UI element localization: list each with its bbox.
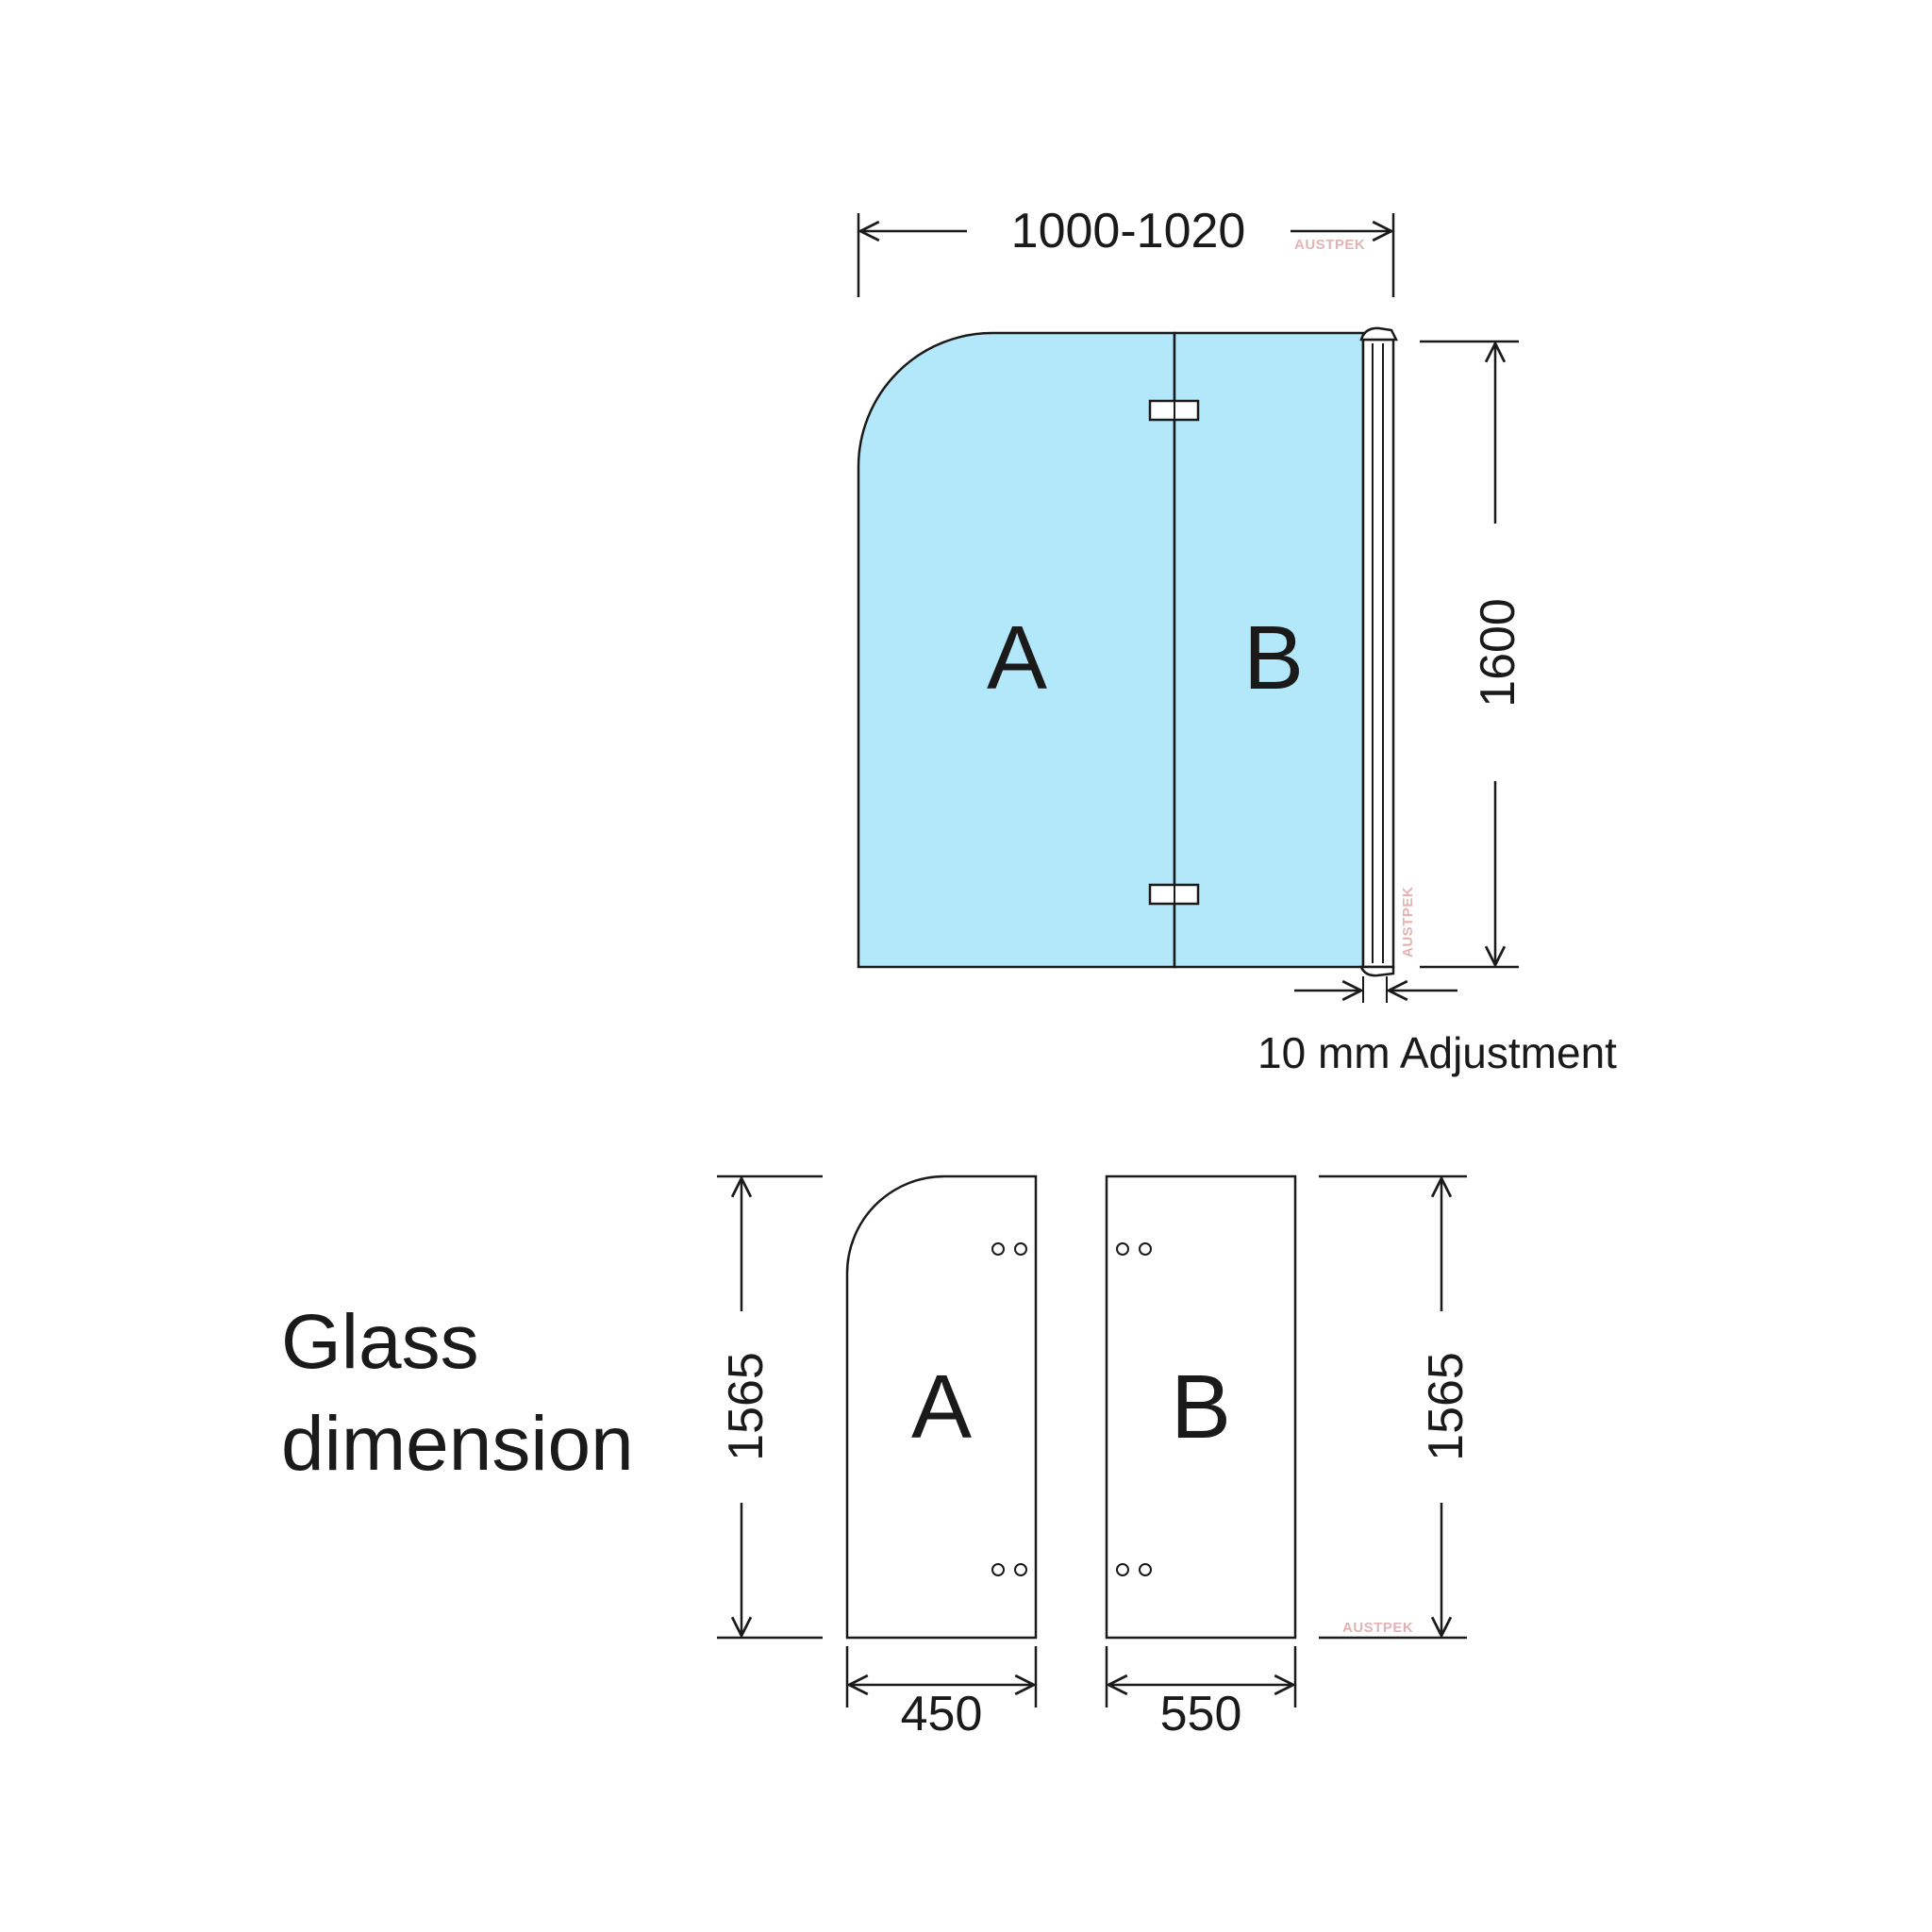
- panel-a-height-label: 1565: [719, 1352, 774, 1461]
- hinge-bottom: [1148, 883, 1200, 906]
- adjustment-label: 10 mm Adjustment: [1257, 1028, 1617, 1077]
- adjustment-dimension: 10 mm Adjustment: [1257, 976, 1617, 1077]
- height-label: 1600: [1471, 598, 1525, 708]
- panel-b-width-label: 550: [1160, 1687, 1242, 1741]
- panel-b-height-label: 1565: [1419, 1352, 1474, 1461]
- panel-b-height-dimension: 1565: [1319, 1174, 1474, 1640]
- panel-a-label-assembled: A: [987, 608, 1047, 708]
- panel-b-label: B: [1171, 1357, 1231, 1457]
- hole: [1116, 1563, 1129, 1576]
- glass-panel-a: A: [845, 1174, 1038, 1640]
- hole: [991, 1563, 1005, 1576]
- assembled-screen: A B: [857, 326, 1399, 977]
- hole: [991, 1242, 1005, 1256]
- panel-a-width-dimension: 450: [845, 1646, 1038, 1741]
- hole: [1139, 1563, 1152, 1576]
- panel-a-width-label: 450: [901, 1687, 983, 1741]
- hole: [1139, 1242, 1152, 1256]
- hinge-top: [1148, 399, 1200, 422]
- glass-dimension-title-line1: Glass: [281, 1299, 479, 1385]
- watermark-logo: AUSTPEK: [1342, 1620, 1413, 1636]
- hole: [1014, 1242, 1027, 1256]
- height-dimension: 1600: [1420, 340, 1525, 969]
- hole: [1014, 1563, 1027, 1576]
- wall-channel: [1359, 326, 1399, 977]
- panel-b-width-dimension: 550: [1105, 1646, 1297, 1741]
- glass-panel-b: B: [1105, 1174, 1297, 1640]
- width-dimension: 1000-1020: [857, 204, 1395, 297]
- hole: [1116, 1242, 1129, 1256]
- glass-panel-a-assembled: [857, 331, 1176, 969]
- glass-dimension-title-line2: dimension: [281, 1401, 634, 1487]
- watermark-logo: AUSTPEK: [1294, 237, 1365, 253]
- width-label: 1000-1020: [1011, 204, 1246, 258]
- watermark-logo: AUSTPEK: [1400, 887, 1416, 958]
- panel-a-label: A: [911, 1357, 972, 1457]
- panel-b-label-assembled: B: [1243, 608, 1304, 708]
- glass-dimension-title: Glass dimension: [281, 1299, 634, 1487]
- panel-a-height-dimension: 1565: [717, 1174, 823, 1640]
